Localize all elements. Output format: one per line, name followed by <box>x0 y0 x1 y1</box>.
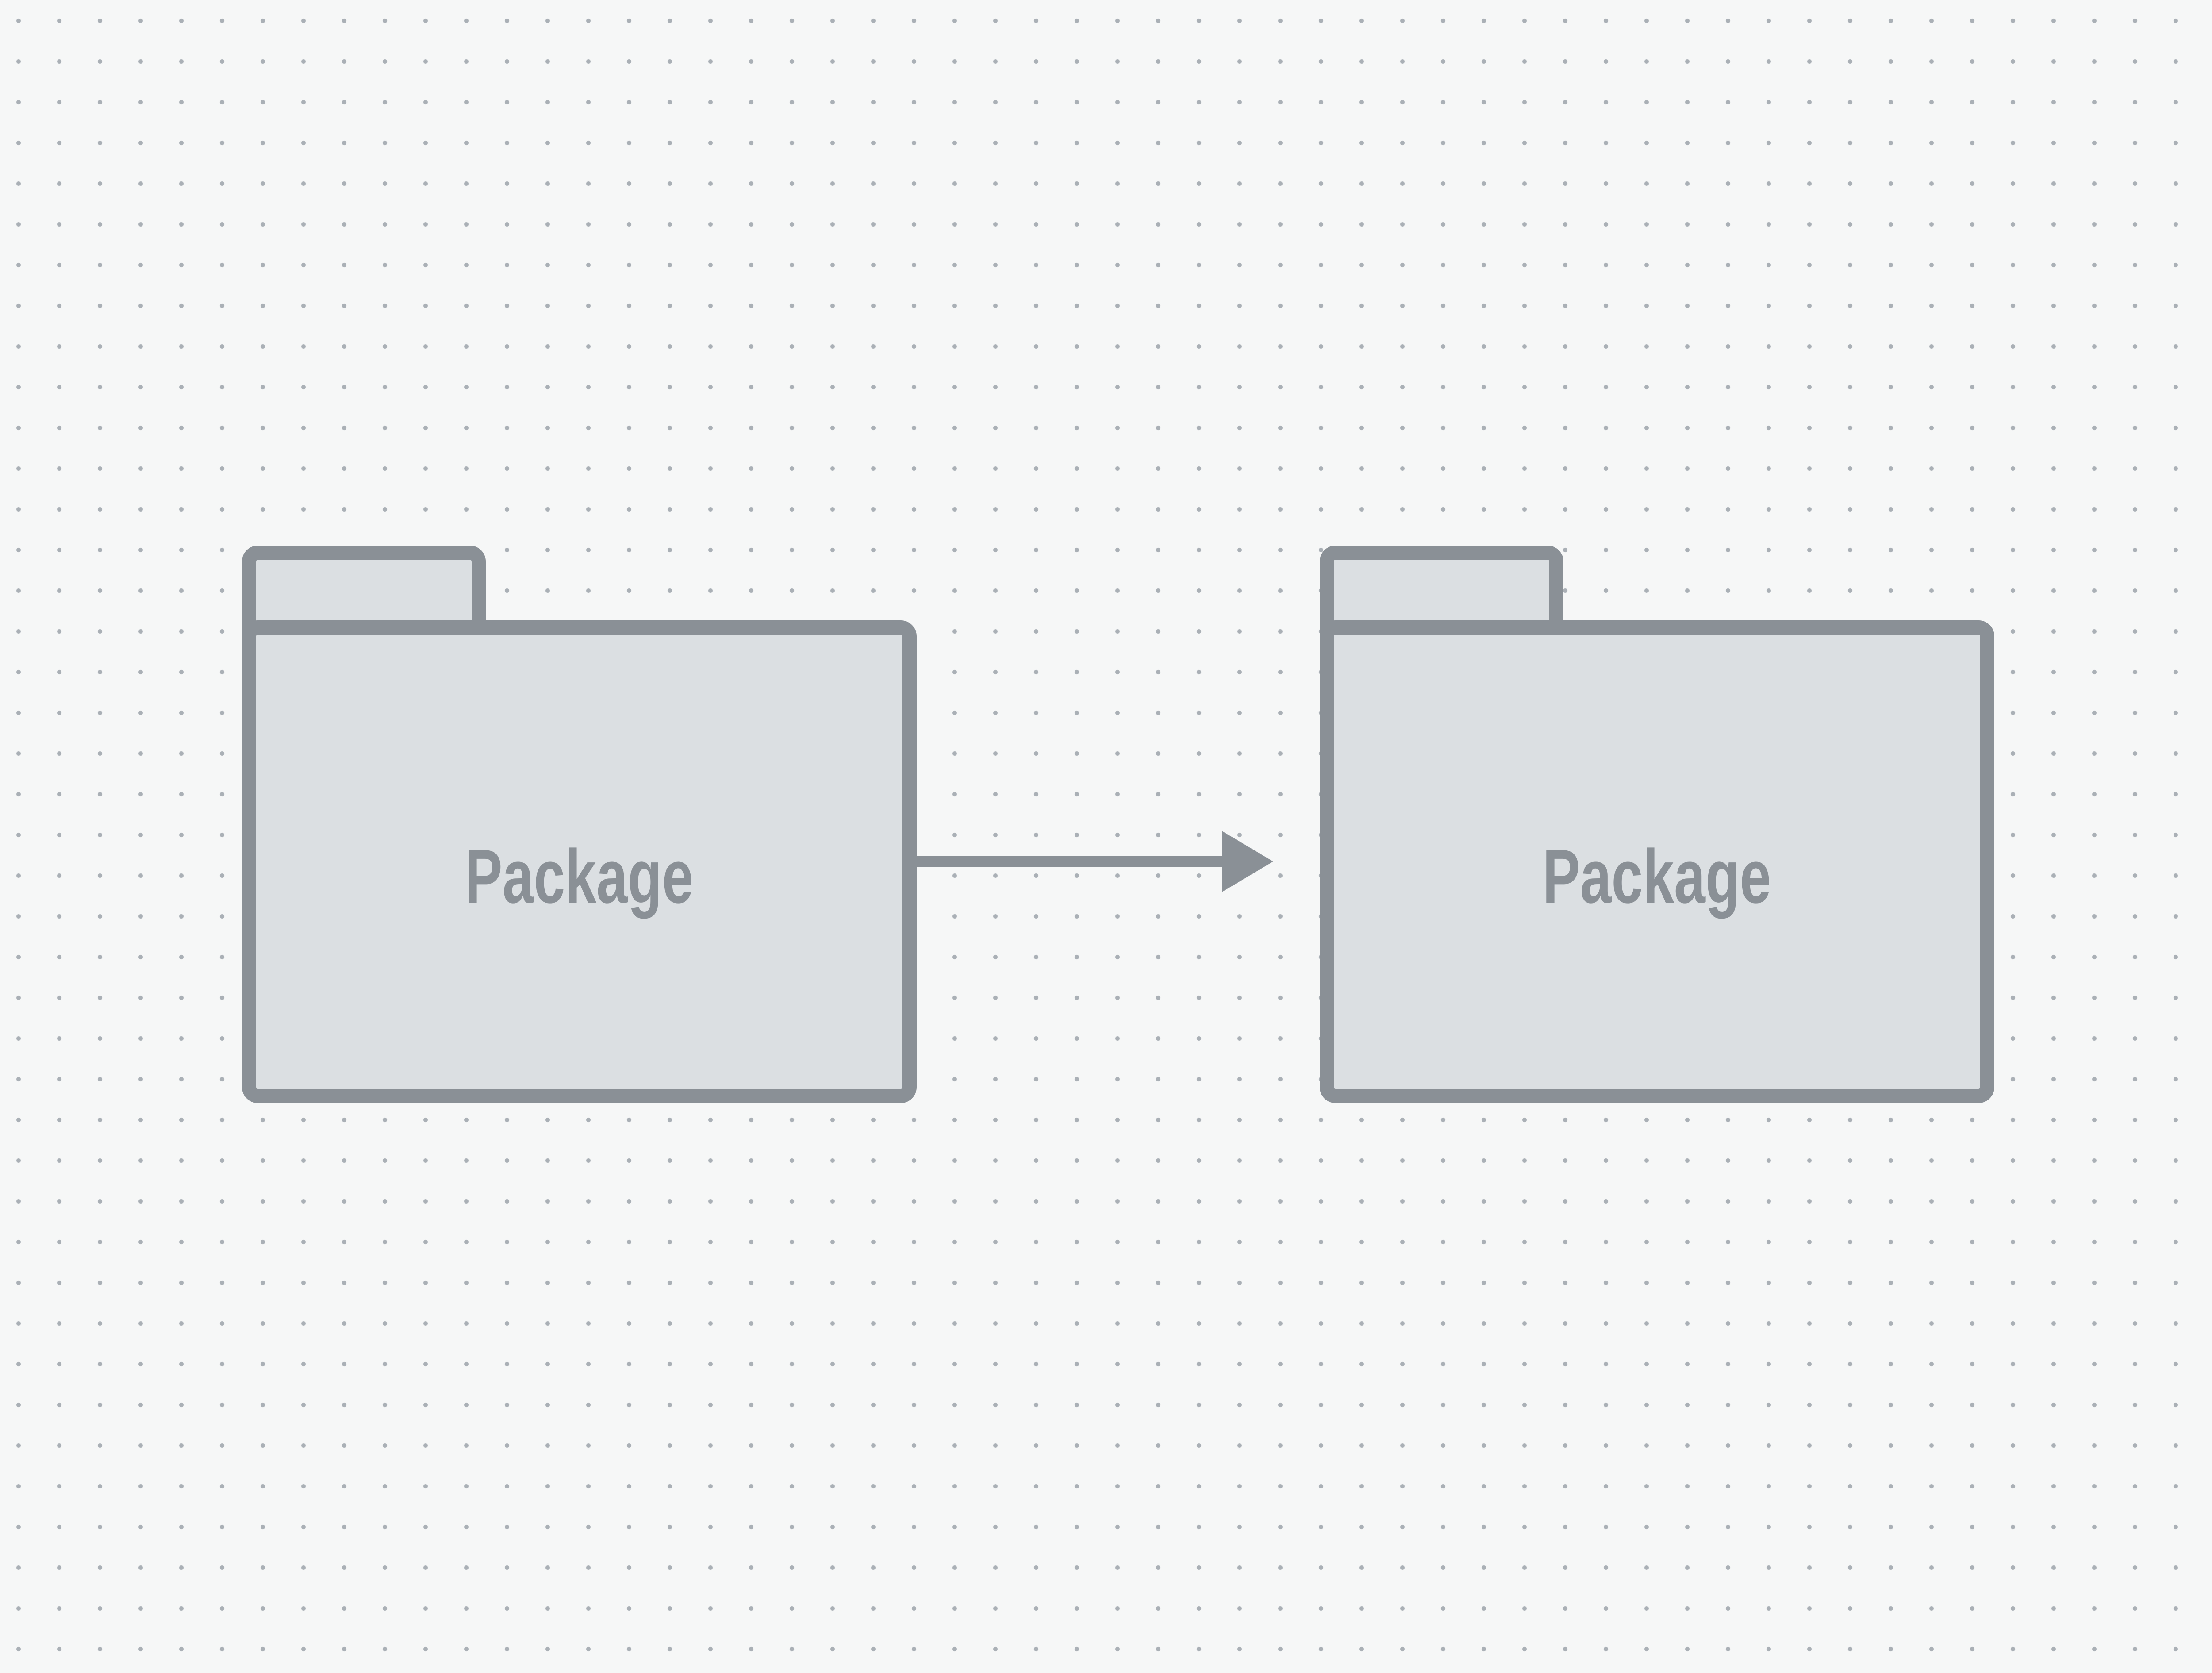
connector-arrow[interactable] <box>917 823 1279 903</box>
package-body <box>242 620 917 1103</box>
package-node-left[interactable]: Package <box>242 546 917 1103</box>
arrow-shaft <box>917 856 1227 867</box>
package-folder-shape <box>1320 546 1994 1103</box>
arrow-head <box>1222 831 1273 892</box>
package-node-right[interactable]: Package <box>1320 546 1994 1103</box>
package-body <box>1320 620 1994 1103</box>
package-folder-shape <box>242 546 917 1103</box>
